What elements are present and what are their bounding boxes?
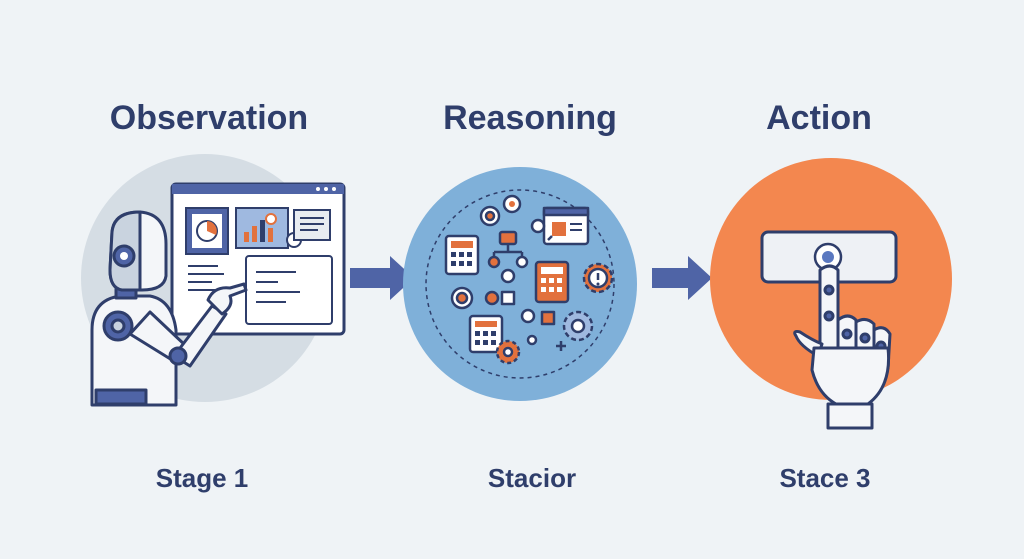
robot-hand-figure bbox=[793, 264, 892, 430]
stage-caption-3: Stace 3 bbox=[779, 463, 871, 493]
wrist bbox=[826, 402, 874, 430]
arrow-observation-to-reasoning bbox=[350, 256, 414, 300]
arrow-reasoning-to-action bbox=[652, 256, 712, 300]
pin-icon bbox=[540, 310, 556, 326]
stage-caption-1: Stage 1 bbox=[155, 463, 249, 493]
content-panel bbox=[245, 255, 333, 325]
robot-hand bbox=[206, 282, 248, 316]
observation-illustration bbox=[81, 154, 346, 407]
index-finger bbox=[818, 264, 840, 352]
palm bbox=[810, 346, 891, 406]
action-illustration bbox=[710, 158, 952, 430]
org-chart-icon bbox=[498, 230, 518, 246]
dashboard-window bbox=[170, 182, 346, 336]
stage-title-observation: Observation bbox=[109, 99, 309, 137]
stage-title-action: Action bbox=[766, 99, 872, 137]
stage-title-reasoning: Reasoning bbox=[443, 99, 617, 137]
robot-figure bbox=[90, 210, 248, 407]
reasoning-illustration bbox=[403, 167, 637, 401]
stage-caption-2: Stacior bbox=[487, 463, 577, 493]
